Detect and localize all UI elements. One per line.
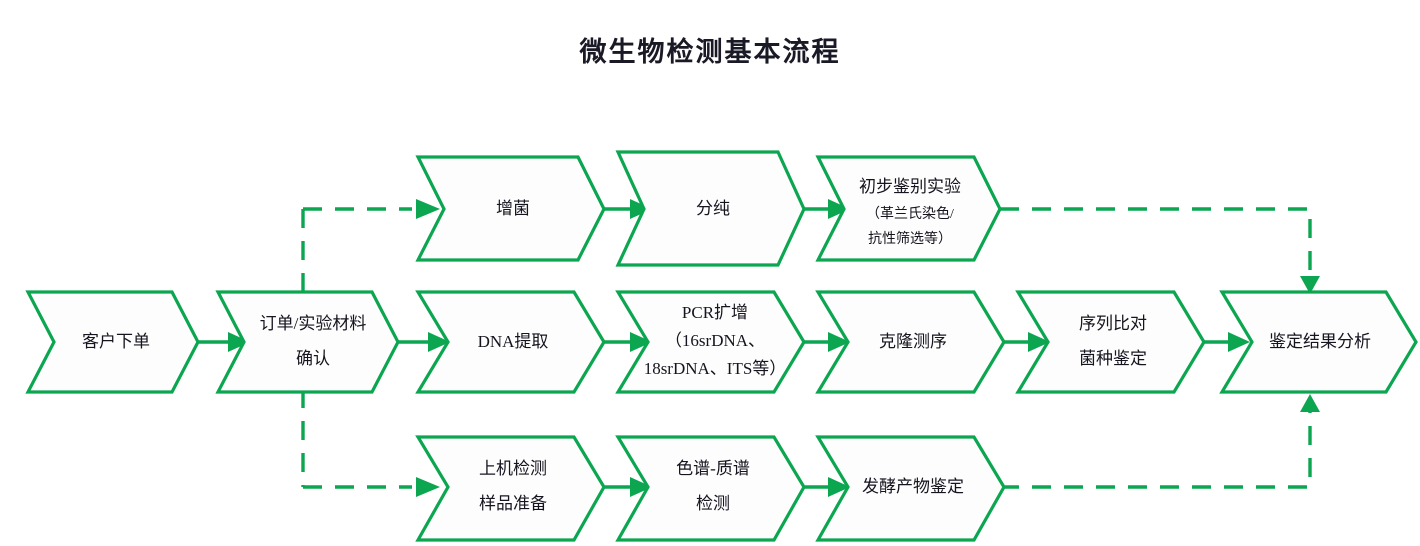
node-n9-line1: 序列比对 <box>1079 314 1147 333</box>
node-n12-line2: 检测 <box>696 494 730 513</box>
node-n5-line1: 初步鉴别实验 <box>859 177 961 196</box>
page-title: 微生物检测基本流程 <box>579 37 841 67</box>
node-n5[interactable]: 初步鉴别实验 （革兰氏染色/ 抗性筛选等） <box>815 155 1002 262</box>
node-n4[interactable]: 分纯 <box>615 150 806 267</box>
node-n7-line2: （16srDNA、 <box>665 331 765 350</box>
edge-n5-n10 <box>1000 207 1320 294</box>
node-n5-line3: 抗性筛选等） <box>868 230 952 247</box>
edge-n13-n10 <box>1000 394 1320 489</box>
node-n6[interactable]: DNA提取 <box>415 290 606 394</box>
edge-n2-n11 <box>303 477 440 497</box>
edge-n1-n2 <box>196 332 250 352</box>
node-n7-line1: PCR扩增 <box>682 303 748 322</box>
node-n12-line1: 色谱-质谱 <box>676 459 750 478</box>
node-n1[interactable]: 客户下单 <box>25 290 200 394</box>
node-n10-line1: 鉴定结果分析 <box>1269 332 1371 351</box>
node-n3[interactable]: 增菌 <box>415 155 606 262</box>
node-n13[interactable]: 发酵产物鉴定 <box>815 435 1006 542</box>
node-n6-line1: DNA提取 <box>478 332 549 351</box>
node-n13-line1: 发酵产物鉴定 <box>862 477 964 496</box>
edge-n3-n4 <box>601 199 652 219</box>
node-n8[interactable]: 克隆测序 <box>815 290 1006 394</box>
node-n9-line2: 菌种鉴定 <box>1079 349 1147 368</box>
node-n11[interactable]: 上机检测 样品准备 <box>415 435 606 542</box>
node-n9[interactable]: 序列比对 菌种鉴定 <box>1015 290 1206 394</box>
node-n10[interactable]: 鉴定结果分析 <box>1219 290 1418 394</box>
node-n11-line2: 样品准备 <box>479 494 547 513</box>
edge-n2-n6 <box>396 332 450 352</box>
edge-n2-n3 <box>303 199 440 219</box>
node-n3-line1: 增菌 <box>496 199 530 218</box>
node-n2-line1: 订单/实验材料 <box>260 314 367 333</box>
node-n7[interactable]: PCR扩增 （16srDNA、 18srDNA、ITS等） <box>615 290 806 394</box>
edge-n9-n10 <box>1201 332 1250 352</box>
node-n2[interactable]: 订单/实验材料 确认 <box>215 290 400 394</box>
node-n4-line1: 分纯 <box>696 199 730 218</box>
node-n8-line1: 克隆测序 <box>879 332 947 351</box>
node-n5-line2: （革兰氏染色/ <box>866 205 954 222</box>
node-n12[interactable]: 色谱-质谱 检测 <box>615 435 806 542</box>
node-n7-line3: 18srDNA、ITS等） <box>644 359 787 378</box>
node-layer: 客户下单 订单/实验材料 确认 增菌 分纯 初步鉴别实验 <box>25 150 1418 542</box>
node-n1-line1: 客户下单 <box>82 332 150 351</box>
node-n2-line2: 确认 <box>296 349 330 368</box>
node-n11-line1: 上机检测 <box>479 459 547 478</box>
